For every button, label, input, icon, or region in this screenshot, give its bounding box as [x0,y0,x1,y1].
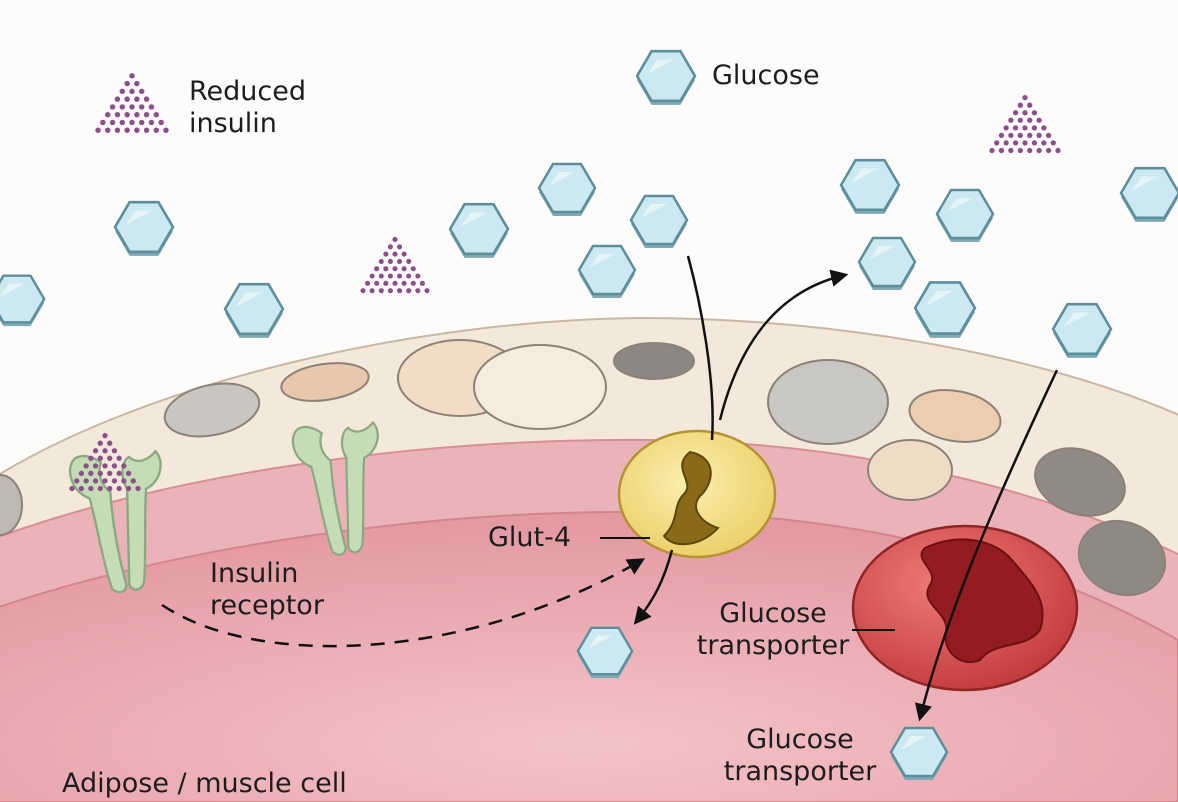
glucose-icon [913,281,977,340]
glucose-icon [629,194,689,250]
uptake-arrow [686,255,714,441]
insulin-icon [95,73,169,133]
glut4-label: Glut-4 [488,522,572,553]
glucose-icon [935,188,995,244]
efflux-arrow [718,269,849,421]
glucose-icon [577,244,637,300]
insulin-icon [360,236,430,294]
glucose-transporter-label-2: Glucose transporter [723,724,877,787]
transporter-arrow [914,369,1059,722]
glucose-icon [537,162,597,218]
glut4-channel [617,429,777,559]
glut4-down-arrow [633,549,674,625]
reduced-insulin-label: Reduced insulin [189,76,307,139]
glucose-icon [1051,302,1113,360]
glucose-icon [857,236,917,292]
glucose-transporter-label-1: Glucose transporter [696,598,850,661]
membrane-organelles [0,339,1167,597]
insulin-icon [989,95,1061,154]
translocation-arrow [161,558,646,648]
insulin-receptor-label: Insulin receptor [210,558,324,621]
glucose-icon [223,282,285,340]
glucose-icon [839,158,901,216]
glucose-icon [1119,166,1178,224]
glucose-label: Glucose [712,60,820,91]
glucose-transporter-protein [851,524,1079,692]
cell-label: Adipose / muscle cell [62,768,347,799]
glucose-icon [113,200,175,258]
glucose-icon [635,49,697,107]
glucose-icon [0,274,46,328]
glucose-icon [448,202,510,260]
